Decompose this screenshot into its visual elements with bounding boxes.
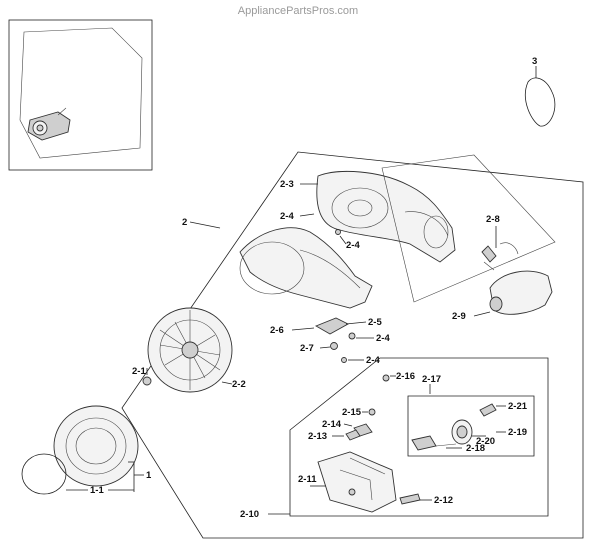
- label-2-9: 2-9: [452, 311, 466, 322]
- duct-ring: [53, 405, 139, 487]
- label-2-3: 2-3: [280, 179, 294, 190]
- label-2-7: 2-7: [300, 343, 314, 354]
- label-3: 3: [532, 56, 537, 67]
- label-2-8: 2-8: [486, 214, 500, 225]
- label-2-17: 2-17: [422, 374, 441, 385]
- label-1: 1: [146, 470, 152, 481]
- heater-housing: [317, 451, 421, 513]
- gasket: [21, 453, 67, 495]
- label-2-2: 2-2: [232, 379, 246, 390]
- heater-thermostats: [345, 408, 376, 441]
- label-2-12: 2-12: [434, 495, 453, 506]
- relay-parts: [411, 403, 497, 451]
- label-2-11: 2-11: [298, 474, 317, 485]
- label-2-21: 2-21: [508, 401, 528, 412]
- label-2-10: 2-10: [240, 509, 259, 520]
- label-2-4-d: 2-4: [366, 355, 380, 366]
- label-2-4-b: 2-4: [346, 240, 360, 251]
- motor-part: 2-9: [452, 270, 553, 322]
- label-2-4-c: 2-4: [376, 333, 390, 344]
- watermark: AppliancePartsPros.com: [238, 5, 358, 17]
- label-2-4-a: 2-4: [280, 211, 294, 222]
- assembly-2-10-boundary: [289, 357, 549, 517]
- label-2-13: 2-13: [308, 431, 327, 442]
- assembly-2-boundary: [121, 151, 584, 539]
- label-2-5: 2-5: [368, 317, 382, 328]
- thermostat-clips: 2-8: [481, 214, 519, 271]
- belt-part: 3: [524, 56, 556, 127]
- label-2: 2: [182, 217, 187, 228]
- label-2-19: 2-19: [508, 427, 527, 438]
- label-2-14: 2-14: [322, 419, 342, 430]
- blower-duct: [239, 227, 373, 309]
- label-2-1: 2-1: [132, 366, 146, 377]
- thermistor-parts: 2-6 2-5 2-4 2-7 2-4: [270, 317, 390, 366]
- housing-plane: [381, 154, 556, 303]
- label-2-6: 2-6: [270, 325, 284, 336]
- blower-impeller: 2-2: [147, 307, 246, 393]
- dryer-overview-inset: [8, 19, 153, 171]
- assembly-2-17-boundary: [407, 395, 535, 457]
- impeller-nut: 2-1: [132, 366, 152, 386]
- label-2-20: 2-20: [476, 436, 495, 447]
- label-2-15: 2-15: [342, 407, 362, 418]
- blower-housing: [316, 171, 456, 263]
- label-1-1: 1-1: [90, 485, 104, 496]
- label-2-18: 2-18: [466, 443, 485, 454]
- label-2-16: 2-16: [396, 371, 415, 382]
